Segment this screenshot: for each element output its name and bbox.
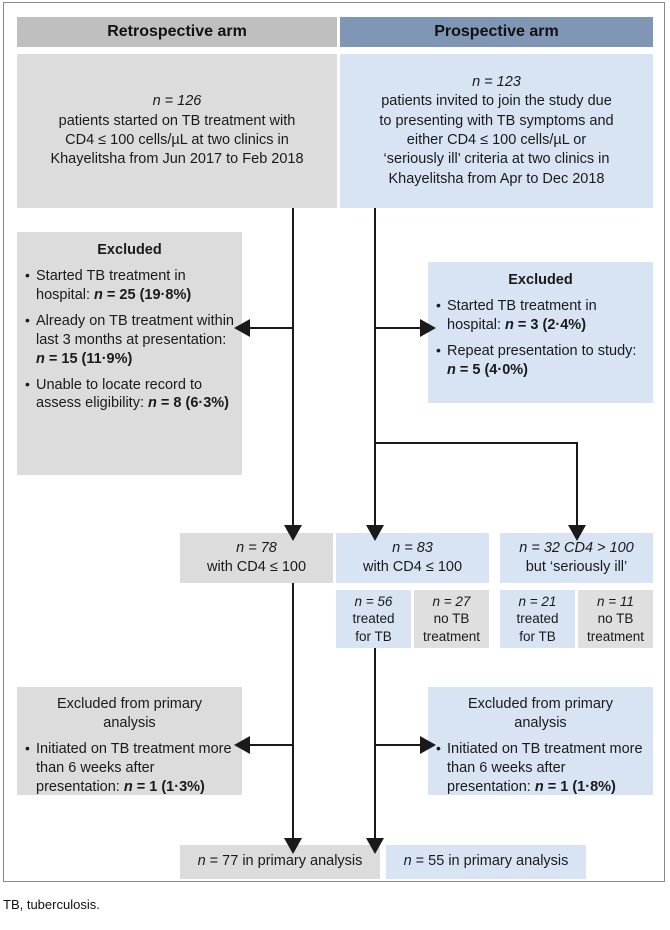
prosp-excl-primary-n: n	[534, 778, 544, 795]
prosp-excluded-primary-box: Excluded from primary analysis Initiated…	[428, 687, 653, 795]
retro-final-text: = 77 in primary analysis	[205, 853, 363, 870]
prosp-result-cd4-box: n = 83 with CD4 ≤ 100	[336, 533, 489, 583]
retro-excl-1-n: n	[94, 287, 103, 304]
retro-enrollment-n: n = 126	[152, 93, 202, 110]
sub-box-3-line3: treatment	[586, 628, 645, 644]
retro-excl-primary-n: n	[123, 778, 133, 795]
prosp-excluded-box: Excluded Started TB treatment in hospita…	[428, 262, 653, 403]
sub-box-2-line3: for TB	[519, 628, 556, 644]
list-item: Started TB treatment in hospital: n = 3 …	[436, 296, 645, 335]
prosp-final-line: n = 55 in primary analysis	[394, 852, 578, 871]
prosp-result-cd4-n: n = 83	[392, 539, 433, 556]
header-prospective-label: Prospective arm	[434, 23, 559, 40]
retro-excluded-primary-list: Initiated on TB treatment more than 6 we…	[25, 739, 234, 797]
retro-excl-2-n: n	[36, 350, 45, 367]
prosp-enrollment-n: n = 123	[472, 73, 521, 90]
prosp-excl-2-n: n	[447, 361, 456, 378]
prosp-final-text: = 55 in primary analysis	[411, 853, 569, 870]
prosp-excluded-primary-list: Initiated on TB treatment more than 6 we…	[436, 739, 645, 797]
prosp-enrollment-line1: patients invited to join the study due	[381, 93, 612, 110]
prosp-enrollment-line5: Khayelitsha from Apr to Dec 2018	[388, 170, 605, 187]
sub-box-2-n: n = 21	[518, 593, 557, 609]
list-item: Started TB treatment in hospital: n = 25…	[25, 266, 234, 305]
sub-box-3-line2: no TB	[597, 611, 634, 627]
retro-excl-3-n: n	[148, 395, 157, 412]
sub-box-0-n: n = 56	[354, 593, 393, 609]
retro-excluded-title: Excluded	[97, 242, 162, 258]
prosp-enrollment-line3: either CD4 ≤ 100 cells/µL or	[406, 132, 587, 148]
prosp-excl-2-value: = 5 (4·0%)	[455, 361, 528, 378]
retro-enrollment-box: n = 126 patients started on TB treatment…	[17, 54, 337, 208]
sub-box-3-n: n = 11	[597, 593, 634, 609]
sub-box-0-line2: treated	[352, 611, 395, 627]
retro-excl-primary-value: = 1 (1·3%)	[132, 778, 205, 795]
prosp-excl-primary-title2: analysis	[514, 715, 567, 732]
header-prospective-arm: Prospective arm	[340, 17, 653, 47]
sub-box-1-line3: treatment	[422, 628, 481, 644]
retro-excl-2-text: Already on TB treatment within last 3 mo…	[36, 313, 234, 348]
retro-excl-primary-text: Initiated on TB treatment more than 6 we…	[36, 740, 232, 795]
retro-enrollment-line1: patients started on TB treatment with	[58, 112, 296, 129]
prosp-excluded-list: Started TB treatment in hospital: n = 3 …	[436, 296, 645, 380]
prosp-sub-box-notreated-ill: n = 11 no TB treatment	[578, 590, 653, 648]
retro-excluded-box: Excluded Started TB treatment in hospita…	[17, 232, 242, 475]
retro-excl-3-text: Unable to locate record to assess eligib…	[36, 376, 203, 412]
prosp-result-ill-box: n = 32 CD4 > 100 but ‘seriously ill’	[500, 533, 653, 583]
sub-box-2-line2: treated	[516, 611, 559, 627]
retro-result-n: n = 78	[236, 539, 277, 556]
header-retrospective-arm: Retrospective arm	[17, 17, 337, 47]
prosp-result-ill-n: n = 32 CD4 > 100	[519, 539, 634, 556]
prosp-excl-primary-text: Initiated on TB treatment more than 6 we…	[447, 740, 643, 795]
retro-excluded-list: Started TB treatment in hospital: n = 25…	[25, 266, 234, 414]
prosp-excl-primary-title1: Excluded from primary	[467, 696, 614, 712]
list-item: Already on TB treatment within last 3 mo…	[25, 311, 234, 369]
prosp-enrollment-box: n = 123 patients invited to join the stu…	[340, 54, 653, 208]
prosp-sub-box-treated-cd4: n = 56 treated for TB	[336, 590, 411, 648]
list-item: Initiated on TB treatment more than 6 we…	[436, 739, 645, 797]
retro-result-line2: with CD4 ≤ 100	[206, 559, 307, 575]
retro-excluded-primary-box: Excluded from primary analysis Initiated…	[17, 687, 242, 795]
retro-result-box: n = 78 with CD4 ≤ 100	[180, 533, 333, 583]
prosp-sub-box-notreated-cd4: n = 27 no TB treatment	[414, 590, 489, 648]
retro-excl-1-value: = 25 (19·8%)	[102, 287, 192, 304]
prosp-result-cd4-line2: with CD4 ≤ 100	[362, 559, 463, 575]
prosp-result-ill-line2: but ‘seriously ill’	[525, 559, 628, 575]
sub-box-1-line2: no TB	[433, 611, 470, 627]
prosp-enrollment-line4: ‘seriously ill’ criteria at two clinics …	[383, 151, 610, 168]
header-retrospective-label: Retrospective arm	[107, 23, 247, 40]
prosp-excl-primary-value: = 1 (1·8%)	[543, 778, 616, 795]
retro-enrollment-line3: Khayelitsha from Jun 2017 to Feb 2018	[50, 151, 304, 168]
prosp-excl-1-n: n	[505, 317, 514, 334]
prosp-excl-1-value: = 3 (2·4%)	[513, 317, 587, 334]
retro-excl-1-text: Started TB treatment in hospital:	[36, 268, 186, 304]
prosp-final-n: n	[403, 853, 412, 870]
retro-final-box: n = 77 in primary analysis	[180, 845, 380, 879]
retro-excl-primary-title2: analysis	[103, 715, 156, 732]
retro-final-line: n = 77 in primary analysis	[188, 852, 372, 871]
sub-box-0-line3: for TB	[355, 628, 392, 644]
prosp-enrollment-line2: to presenting with TB symptoms and	[379, 112, 614, 129]
prosp-sub-box-treated-ill: n = 21 treated for TB	[500, 590, 575, 648]
retro-final-n: n	[197, 853, 206, 870]
figure-footnote: TB, tuberculosis.	[3, 897, 100, 912]
retro-excl-2-value: = 15 (11·9%)	[44, 350, 133, 367]
list-item: Initiated on TB treatment more than 6 we…	[25, 739, 234, 797]
retro-enrollment-line2: CD4 ≤ 100 cells/µL at two clinics in	[65, 132, 289, 148]
retro-excl-primary-title1: Excluded from primary	[56, 696, 203, 712]
list-item: Repeat presentation to study: n = 5 (4·0…	[436, 341, 645, 380]
sub-box-1-n: n = 27	[432, 593, 471, 609]
prosp-excluded-title: Excluded	[508, 272, 573, 288]
prosp-excl-1-text: Started TB treatment in hospital:	[447, 298, 597, 334]
prosp-final-box: n = 55 in primary analysis	[386, 845, 586, 879]
list-item: Unable to locate record to assess eligib…	[25, 375, 234, 414]
prosp-excl-2-text: Repeat presentation to study:	[447, 343, 637, 360]
retro-excl-3-value: = 8 (6·3%)	[156, 395, 229, 412]
